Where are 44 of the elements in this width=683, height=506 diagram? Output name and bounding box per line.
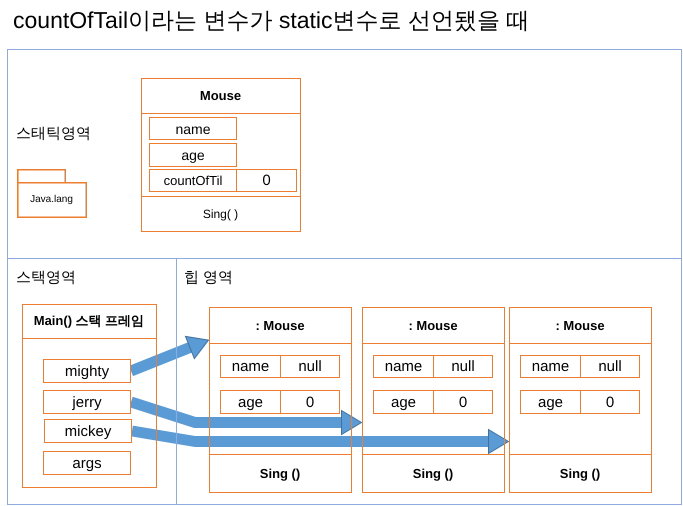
variable-cell: jerry	[43, 390, 131, 414]
class-box	[140, 78, 300, 232]
method-name: Sing ()	[362, 454, 504, 492]
field-cell: age	[220, 390, 281, 414]
area-label: 스태틱영역	[16, 124, 91, 143]
field-cell: name	[520, 355, 581, 378]
object-box	[508, 306, 652, 492]
field-cell: name	[149, 117, 237, 140]
value-cell: 0	[433, 390, 493, 414]
object-header: : Mouse	[510, 308, 650, 344]
variable-cell: args	[43, 451, 131, 475]
arrow	[131, 426, 509, 454]
value-cell: 0	[580, 390, 640, 414]
stack-frame-box	[22, 304, 156, 488]
value-cell: 0	[236, 169, 297, 192]
field-cell: countOfTil	[149, 169, 237, 192]
object-box	[362, 306, 504, 492]
object-box	[208, 306, 352, 492]
variable-cell: mickey	[44, 419, 132, 443]
value-cell: null	[580, 355, 640, 378]
value-cell: null	[280, 355, 340, 378]
area-label: 스택영역	[16, 268, 76, 287]
method-name: Sing ()	[510, 454, 650, 492]
frame-header: Main() 스택 프레임	[22, 304, 156, 338]
field-cell: age	[520, 390, 581, 414]
memory-area	[7, 49, 682, 259]
class-name: Mouse	[142, 78, 300, 114]
package-box: Java.lang	[16, 168, 86, 218]
object-header: : Mouse	[210, 308, 350, 344]
value-cell: 0	[280, 390, 340, 414]
method-name: Sing ()	[210, 454, 350, 492]
memory-area	[7, 258, 177, 505]
arrow	[129, 396, 362, 435]
field-cell: age	[149, 143, 237, 167]
title: countOfTail이라는 변수가 static변수로 선언됐을 때	[13, 6, 530, 35]
method-name: Sing( )	[142, 196, 300, 230]
field-cell: name	[220, 355, 281, 378]
area-label: 힙 영역	[184, 268, 234, 287]
variable-cell: mighty	[43, 359, 131, 383]
object-header: : Mouse	[362, 308, 504, 344]
memory-area	[176, 258, 682, 505]
field-cell: age	[373, 390, 434, 414]
value-cell: null	[433, 355, 493, 378]
field-cell: name	[373, 355, 434, 378]
